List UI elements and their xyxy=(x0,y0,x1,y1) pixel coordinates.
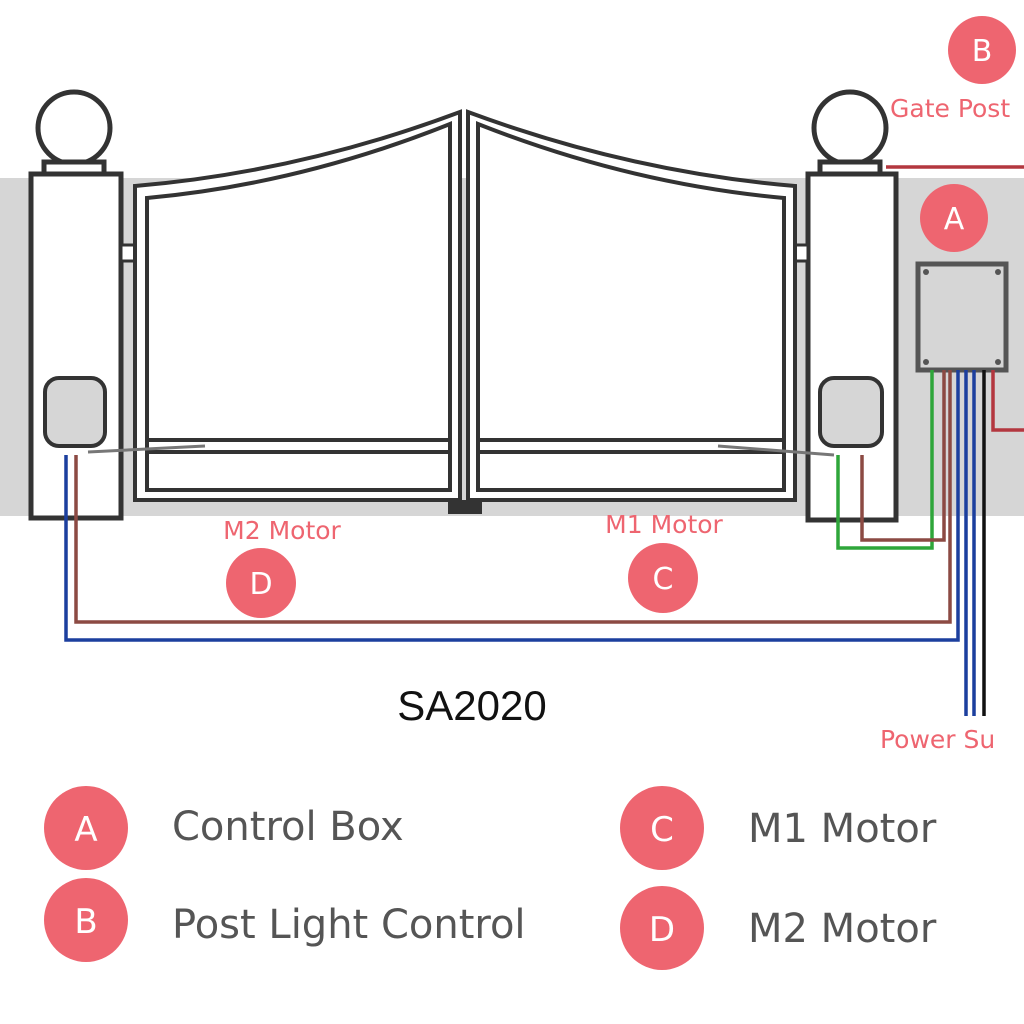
legend-item-b: B Post Light Control xyxy=(44,878,526,962)
marker-c-label: M1 Motor xyxy=(605,510,723,539)
legend-item-a: A Control Box xyxy=(44,786,404,870)
legend-item-a-text: Control Box xyxy=(172,804,404,850)
right-gate-post xyxy=(805,89,899,523)
marker-d-label: M2 Motor xyxy=(223,516,341,545)
wire-m2-blue xyxy=(64,370,960,642)
right-post-body xyxy=(805,171,899,523)
marker-a-letter: A xyxy=(944,202,965,237)
gate-center-stop xyxy=(448,500,482,514)
marker-d-letter: D xyxy=(249,567,272,602)
left-hinge xyxy=(119,243,137,263)
marker-a: A xyxy=(920,184,988,252)
marker-b-label: Gate Post xyxy=(890,94,1010,123)
legend: A Control Box B Post Light Control C M1 … xyxy=(44,786,937,970)
left-gate-leaf xyxy=(133,109,462,502)
m1-motor-unit xyxy=(818,376,884,448)
left-post-light-globe xyxy=(35,89,113,167)
legend-item-d: D M2 Motor xyxy=(620,886,937,970)
m1-actuator-arm xyxy=(717,444,835,457)
model-name: SA2020 xyxy=(397,682,546,729)
legend-item-b-text: Post Light Control xyxy=(172,902,526,948)
m2-motor-unit xyxy=(43,376,107,448)
legend-item-c-text: M1 Motor xyxy=(748,806,937,852)
wire-m1-green xyxy=(836,370,934,550)
legend-item-a-letter: A xyxy=(74,810,97,850)
marker-c-letter: C xyxy=(653,562,674,597)
power-supply-label: Power Su xyxy=(880,725,995,754)
marker-c: M1 Motor C xyxy=(605,510,724,613)
legend-item-d-letter: D xyxy=(649,910,675,950)
m2-actuator-arm xyxy=(87,444,206,454)
control-box xyxy=(915,261,1009,373)
wire-m1-brown xyxy=(860,370,946,542)
marker-d: M2 Motor D xyxy=(223,516,342,618)
right-gate-leaf xyxy=(466,109,797,502)
legend-item-c: C M1 Motor xyxy=(620,786,937,870)
right-post-light-globe xyxy=(811,89,889,167)
legend-item-c-letter: C xyxy=(650,810,674,850)
legend-item-d-text: M2 Motor xyxy=(748,906,937,952)
wire-m2-brown xyxy=(74,370,952,624)
marker-b-letter: B xyxy=(972,34,993,69)
legend-item-b-letter: B xyxy=(74,902,97,942)
left-gate-post xyxy=(28,89,124,521)
marker-b: B Gate Post xyxy=(890,16,1016,123)
wire-post-light-red-2 xyxy=(991,370,1024,432)
